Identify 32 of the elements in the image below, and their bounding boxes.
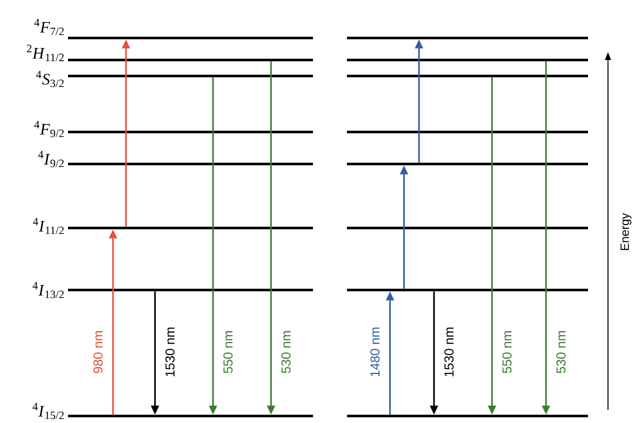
energy-level: $^{4}$I$_{13/2}$ <box>32 282 313 298</box>
edge-label: 980 nm <box>93 331 103 374</box>
energy-level <box>347 130 588 134</box>
node-label: $^{4}$I$_{13/2}$ <box>32 282 64 298</box>
energy-level <box>347 74 588 78</box>
node-label: $^{4}$I$_{9/2}$ <box>38 150 64 168</box>
energy-level: $^{4}$S$_{3/2}$ <box>36 70 313 88</box>
energy-level <box>347 226 588 230</box>
energy-level <box>347 58 588 62</box>
edge-label: 1530 nm <box>444 328 454 376</box>
axis-label: Energy <box>620 213 632 250</box>
energy-level: $^{4}$I$_{11/2}$ <box>32 218 313 234</box>
node-label: $^{2}$H$_{11/2}$ <box>26 44 64 62</box>
edge-label: 530 nm <box>281 331 291 374</box>
node-label: $^{4}$I$_{11/2}$ <box>32 218 64 234</box>
edge-label: 1480 nm <box>370 328 380 376</box>
energy-level: $^{4}$F$_{9/2}$ <box>34 120 313 138</box>
energy-level <box>347 36 588 40</box>
energy-level: $^{2}$H$_{11/2}$ <box>26 44 313 62</box>
node-label: $^{4}$F$_{9/2}$ <box>34 120 64 138</box>
edge-label: 550 nm <box>223 331 233 374</box>
energy-level: $^{4}$F$_{7/2}$ <box>34 18 313 40</box>
edge-label: 530 nm <box>556 331 566 374</box>
energy-level: $^{4}$I$_{9/2}$ <box>38 150 313 168</box>
energy-level <box>347 162 588 166</box>
edge-label: 550 nm <box>502 331 512 374</box>
node-label: $^{4}$I$_{15/2}$ <box>32 402 64 420</box>
node-label: $^{4}$F$_{7/2}$ <box>34 18 64 36</box>
edge-label: 1530 nm <box>165 328 175 376</box>
energy-level: $^{4}$I$_{15/2}$ <box>32 402 313 420</box>
energy-level <box>347 288 588 292</box>
node-label: $^{4}$S$_{3/2}$ <box>36 70 64 88</box>
